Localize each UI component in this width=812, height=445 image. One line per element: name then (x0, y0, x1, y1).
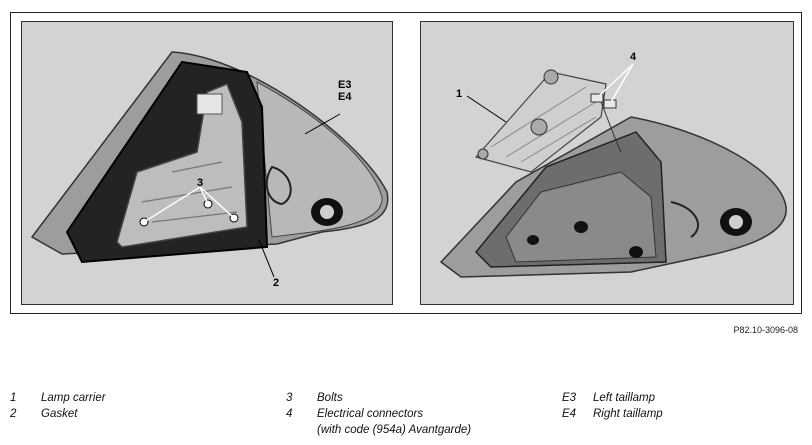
bulb-socket-center (729, 215, 743, 229)
leader-3c (199, 186, 235, 219)
legend-item: 1 Lamp carrier (10, 390, 106, 406)
bulb-b (530, 118, 548, 136)
left-panel-photo: 3 E3 E4 2 (21, 21, 393, 305)
legend-number: 1 (10, 392, 17, 404)
legend-number: 3 (286, 392, 293, 404)
legend-column-1: 1 Lamp carrier 2 Gasket (10, 390, 106, 422)
legend-item: 4 Electrical connectors (286, 406, 471, 422)
legend-number: 2 (10, 408, 17, 420)
legend-item: E4 Right taillamp (562, 406, 663, 422)
bulb-holder (196, 93, 223, 115)
legend-text: Bolts (317, 392, 343, 404)
leader-3a (143, 186, 201, 223)
legend-text: Left taillamp (593, 392, 656, 404)
bulb-hole-3 (629, 246, 643, 258)
legend-text: Right taillamp (593, 408, 663, 420)
bulb-a (543, 69, 559, 85)
leader-1 (466, 95, 507, 123)
callout-1: 1 (456, 88, 462, 100)
lens-cable (265, 165, 292, 206)
leader-4a (598, 63, 634, 97)
connector-2 (603, 99, 617, 109)
connector-wire (600, 101, 622, 153)
figure-frame: 3 E3 E4 2 (10, 12, 802, 314)
legend-text: Electrical connectors (317, 408, 424, 420)
bulb-c (477, 148, 489, 160)
left-panel-illustration: 3 E3 E4 2 (30, 51, 389, 289)
right-panel-illustration: 4 1 (439, 51, 787, 278)
callout-4: 4 (630, 51, 637, 63)
reflector (505, 171, 657, 263)
bulb-hole-2 (574, 221, 588, 233)
connector-1 (590, 93, 604, 103)
callout-3: 3 (197, 177, 203, 189)
legend-text: Lamp carrier (41, 392, 106, 404)
legend-number: E4 (562, 408, 577, 420)
bulb-socket-center (320, 205, 334, 219)
legend-subtext: (with code (954a) Avantgarde) (317, 424, 472, 436)
lamp-carrier-circuits (490, 86, 597, 163)
bulb-hole-1 (527, 235, 539, 245)
legend-item: 2 Gasket (10, 406, 106, 422)
lens-cable (670, 201, 700, 238)
legend-item: 3 Bolts (286, 390, 471, 406)
figure-reference: P82.10-3096-08 (733, 325, 798, 335)
leader-4b (610, 63, 634, 103)
lamp-carrier (116, 83, 248, 248)
leader-e3e4 (304, 113, 341, 135)
legend-item: E3 Left taillamp (562, 390, 663, 406)
legend-text: Gasket (41, 408, 78, 420)
legend-number: E3 (562, 392, 577, 404)
right-panel-photo: 4 1 (420, 21, 794, 305)
leader-3b (199, 186, 209, 205)
legend-column-2: 3 Bolts 4 Electrical connectors (with co… (286, 390, 471, 438)
leader-2 (258, 239, 275, 278)
callout-e4: E4 (338, 91, 352, 103)
callout-2: 2 (273, 277, 279, 289)
legend-number: 4 (286, 408, 293, 420)
callout-e3: E3 (338, 79, 351, 91)
legend-column-3: E3 Left taillamp E4 Right taillamp (562, 390, 663, 422)
